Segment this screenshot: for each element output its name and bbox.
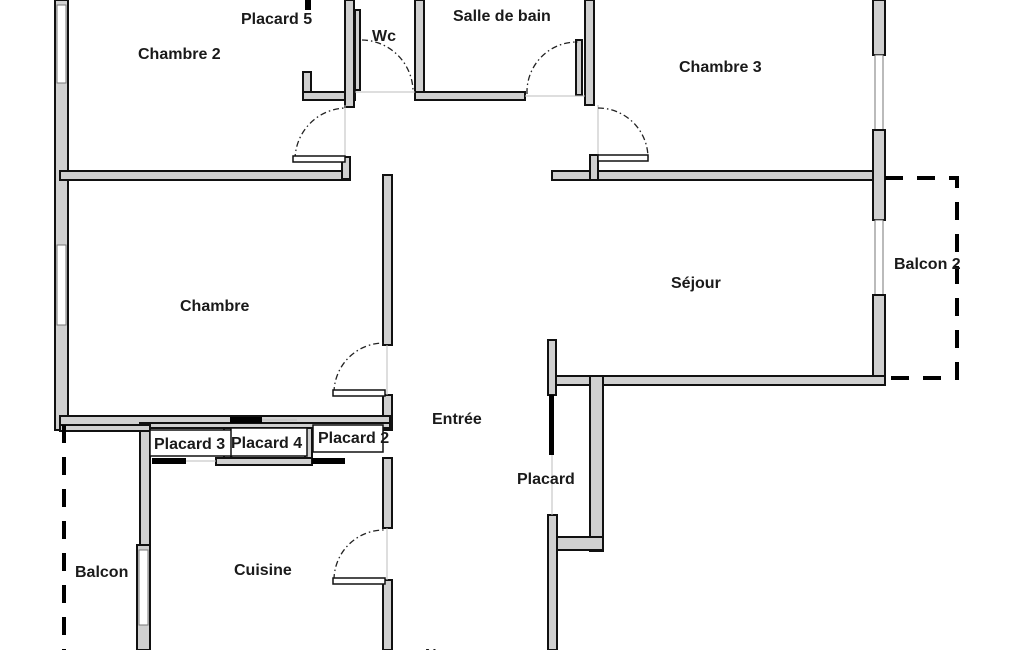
label-chambre3: Chambre 3: [679, 59, 762, 76]
opening-lines: [186, 91, 599, 580]
placard2-box: [312, 424, 384, 453]
wall-right-exterior-mid2: [872, 294, 886, 386]
labels: Placard 5 Wc Salle de bain Chambre 2 Cha…: [75, 8, 961, 650]
wall-placards-bottom: [215, 457, 313, 466]
wall-stub-chambre2-door: [341, 156, 351, 180]
placard5-door: [305, 0, 311, 10]
label-placard4: Placard 4: [231, 435, 302, 452]
wall-right-exterior-top: [872, 0, 886, 56]
doors: [292, 39, 649, 585]
window-chambre: [56, 244, 67, 326]
wall-kitchen-right-bottom: [382, 579, 393, 650]
wall-placard-left: [547, 339, 557, 396]
label-placard5: Placard 5: [241, 11, 312, 28]
label-entree: Entrée: [432, 411, 482, 428]
wall-wc-left: [344, 0, 355, 108]
wall-chambre2-bottom: [59, 170, 351, 181]
label-balcon2: Balcon 2: [894, 256, 961, 273]
wall-sdb-right: [584, 0, 595, 106]
label-chambre: Chambre: [180, 298, 249, 315]
wall-chambre-right-top: [382, 174, 393, 346]
label-chambre2: Chambre 2: [138, 46, 221, 63]
wall-wc-sdb: [414, 0, 425, 101]
wall-chambre3-bottom: [551, 170, 886, 181]
placard2-door: [312, 458, 345, 464]
placard-door: [549, 395, 554, 455]
balconies: [62, 176, 959, 650]
wall-sdb-bottom: [414, 91, 526, 101]
label-cuisine: Cuisine: [234, 562, 292, 579]
wall-sdb-door-leaf: [575, 39, 583, 96]
wall-placard-right: [589, 375, 604, 552]
label-bottom-fragment: Ne: [425, 647, 446, 650]
wall-right-exterior-mid1: [872, 129, 886, 221]
window-chambre3: [874, 54, 884, 131]
label-placard: Placard: [517, 471, 575, 488]
label-balcon: Balcon: [75, 564, 128, 581]
label-placard2: Placard 2: [318, 430, 389, 447]
window-chambre2: [56, 4, 67, 84]
wall-left-lower-link: [59, 424, 151, 432]
label-sejour: Séjour: [671, 275, 721, 292]
wall-entry-right-lower: [547, 514, 558, 650]
placard3-door: [152, 458, 186, 464]
window-cuisine: [138, 549, 149, 626]
walls: [54, 0, 886, 650]
wall-stub-chambre3-door: [589, 154, 599, 181]
wall-wc-left-inner: [354, 9, 361, 91]
label-placard3: Placard 3: [154, 436, 225, 453]
placard3-box: [149, 429, 233, 457]
label-wc: Wc: [372, 28, 396, 45]
wall-placard3-left: [139, 424, 151, 551]
balcon2-outline: [885, 176, 959, 380]
window-sejour: [874, 219, 884, 296]
label-salle-de-bain: Salle de bain: [453, 8, 551, 25]
wall-kitchen-right-top: [382, 457, 393, 529]
placard4-door: [230, 417, 262, 423]
closet-doors: [152, 0, 554, 464]
placard4-box: [230, 427, 308, 457]
